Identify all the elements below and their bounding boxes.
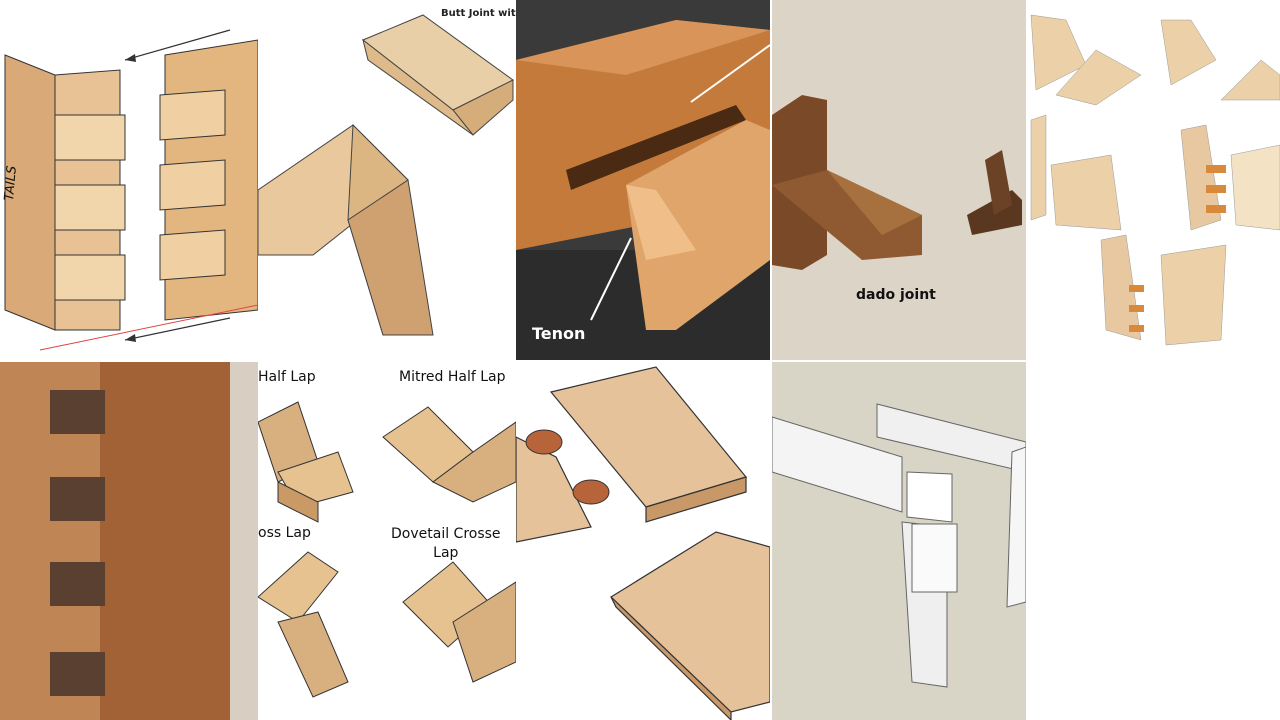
miter-dovetail-illustration [1030,14,1280,346]
tenon-label: Tenon [532,324,586,343]
dado-joint-label: dado joint [856,287,936,303]
mortise-tenon-model-illustration [772,403,1026,688]
empty-area [1026,362,1280,720]
dovetail-box-corner-photo [0,362,258,720]
dovetail-crossed-lap-label: Dovetail Crosse Lap [391,526,501,561]
cross-lap-label: oss Lap [258,525,311,541]
dovetail-corner-illustration [0,362,258,720]
dovetail-tails-illustration [4,29,258,351]
butt-joint-diagram: Butt Joint wit [258,0,516,360]
biscuit-joint-diagram [516,362,770,720]
lap-joints-diagram: Half Lap Mitred Half Lap oss Lap Dovetai… [258,362,516,720]
mitred-half-lap-label: Mitred Half Lap [399,369,506,385]
miter-dovetail-variants [1026,0,1280,360]
half-lap-label: Half Lap [258,369,316,385]
dado-joint-photo: dado joint [772,0,1026,360]
butt-joint-title: Butt Joint wit [441,8,516,19]
biscuit-joint-illustration [516,366,770,720]
mortise-tenon-illustration [516,20,770,360]
mortise-tenon-photo: Tenon [516,0,770,360]
tails-label: TAILS [2,165,20,202]
lap-joints-illustration [258,401,516,698]
dado-joint-illustration [772,95,1022,270]
butt-joint-illustration [258,14,514,336]
dovetail-tails-diagram: TAILS [0,0,258,360]
mortise-tenon-3d-model [772,362,1026,720]
